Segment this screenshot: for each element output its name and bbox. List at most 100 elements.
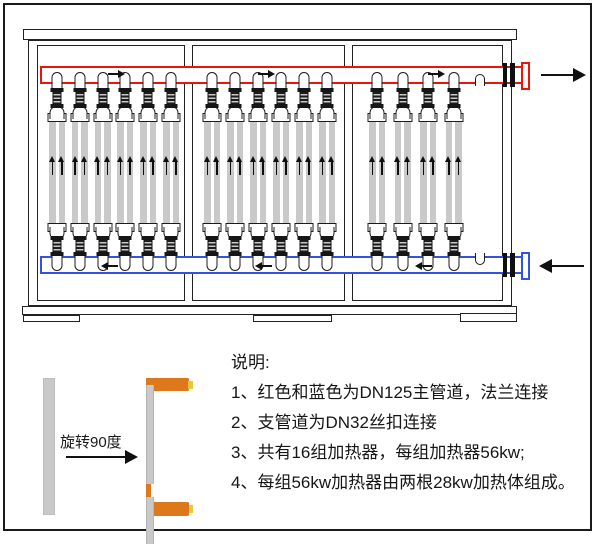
heater-group <box>47 72 67 271</box>
flow-up-arrow-icon <box>203 156 211 176</box>
bottom-union-coupling <box>398 240 408 252</box>
top-branch-bulb <box>229 72 241 90</box>
flow-up-arrow-icon <box>71 156 79 176</box>
wall-sleeve-band <box>502 63 507 87</box>
bottom-union-coupling <box>52 240 62 252</box>
bottom-branch-bulb <box>422 253 434 271</box>
coupling-ring <box>96 104 110 108</box>
heater-tube <box>419 122 427 223</box>
detail-rods <box>146 378 193 544</box>
legend-item-2: 2、支管道为DN32丝扣连接 <box>231 413 437 432</box>
drawing-border <box>3 3 592 531</box>
flow-up-arrow-icon <box>58 156 65 176</box>
top-union-coupling <box>449 92 458 104</box>
coupling-ring <box>96 252 110 256</box>
capped-branch-stub <box>475 253 485 265</box>
heater-tube <box>305 122 312 223</box>
cabinet-foot-right <box>460 313 517 322</box>
top-union-coupling <box>166 92 176 104</box>
heater-group <box>317 72 337 271</box>
coupling-ring <box>396 104 410 108</box>
rotate-arrow-icon <box>66 450 138 464</box>
coupling-ring <box>118 104 132 108</box>
heater-tube <box>172 122 179 223</box>
flow-up-arrow-icon <box>394 156 401 176</box>
flow-up-arrow-icon <box>419 156 427 176</box>
bottom-union-coupling <box>207 240 217 252</box>
top-union-coupling <box>423 92 433 104</box>
flow-up-arrow-icon <box>282 156 289 176</box>
coupling-ring <box>251 104 265 108</box>
coupling-ring <box>141 236 155 240</box>
flow-up-arrow-icon <box>48 156 56 176</box>
top-branch-bulb <box>252 72 264 90</box>
heater-tube <box>139 122 147 223</box>
heater-group <box>70 72 90 271</box>
coupling-ring <box>164 252 178 256</box>
blue-pipe-flange <box>521 252 530 280</box>
flow-up-arrow-icon <box>378 156 386 176</box>
heater-group <box>444 72 464 271</box>
bottom-branch-bulb <box>298 253 310 271</box>
bottom-union-coupling <box>98 240 108 252</box>
bottom-union-coupling <box>322 240 332 252</box>
flow-up-arrow-icon <box>272 156 280 176</box>
heater-group <box>138 72 158 271</box>
cabinet-base <box>22 306 517 315</box>
top-branch-bulb <box>97 72 109 90</box>
detail-heater-rod <box>146 496 154 544</box>
flow-up-arrow-icon <box>139 156 147 176</box>
bottom-branch-bulb <box>397 253 409 271</box>
top-branch-bulb <box>142 72 154 90</box>
heater-tube <box>203 122 211 223</box>
detail-stub <box>146 378 151 385</box>
coupling-ring <box>274 104 288 108</box>
coupling-ring <box>447 236 460 240</box>
coupling-ring <box>228 252 242 256</box>
heater-side-view-bar <box>43 378 55 515</box>
outflow-arrow-icon <box>541 68 586 82</box>
heater-group <box>367 72 387 271</box>
heater-tube <box>454 122 462 223</box>
flow-up-arrow-icon <box>429 156 436 176</box>
detail-heater-rod <box>146 384 154 484</box>
flow-up-arrow-icon <box>318 156 326 176</box>
blue-flow-arrow-icon <box>415 262 432 270</box>
flow-up-arrow-icon <box>295 156 303 176</box>
flow-up-arrow-icon <box>149 156 156 176</box>
coupling-ring <box>251 88 265 92</box>
flow-up-arrow-icon <box>126 156 134 176</box>
detail-stub <box>146 490 151 497</box>
legend-title: 说明: <box>231 353 270 372</box>
heater-tube <box>58 122 65 223</box>
coupling-ring <box>73 236 87 240</box>
coupling-ring <box>320 88 334 92</box>
heater-tube <box>103 122 111 223</box>
coupling-ring <box>73 252 87 256</box>
coupling-ring <box>447 252 460 256</box>
heater-group <box>202 72 222 271</box>
top-union-coupling <box>276 92 286 104</box>
bottom-union-coupling <box>449 240 458 252</box>
heater-tube <box>149 122 157 223</box>
heater-tube <box>318 122 326 223</box>
heater-tube <box>249 122 257 223</box>
bottom-branch-bulb <box>51 253 63 271</box>
bottom-union-coupling <box>75 240 85 252</box>
top-union-coupling <box>230 92 240 104</box>
coupling-ring <box>274 252 288 256</box>
bottom-union-coupling <box>120 240 130 252</box>
heater-group <box>418 72 438 271</box>
coupling-ring <box>141 252 155 256</box>
flow-up-arrow-icon <box>369 156 376 176</box>
top-branch-bulb <box>275 72 287 90</box>
coupling-ring <box>50 104 64 108</box>
coupling-ring <box>251 252 265 256</box>
coupling-ring <box>50 252 64 256</box>
detail-top-header <box>146 378 189 391</box>
coupling-ring <box>297 252 311 256</box>
heater-tube <box>126 122 134 223</box>
coupling-ring <box>205 104 219 108</box>
cabinet-foot-left <box>23 315 80 322</box>
flow-up-arrow-icon <box>445 156 452 176</box>
